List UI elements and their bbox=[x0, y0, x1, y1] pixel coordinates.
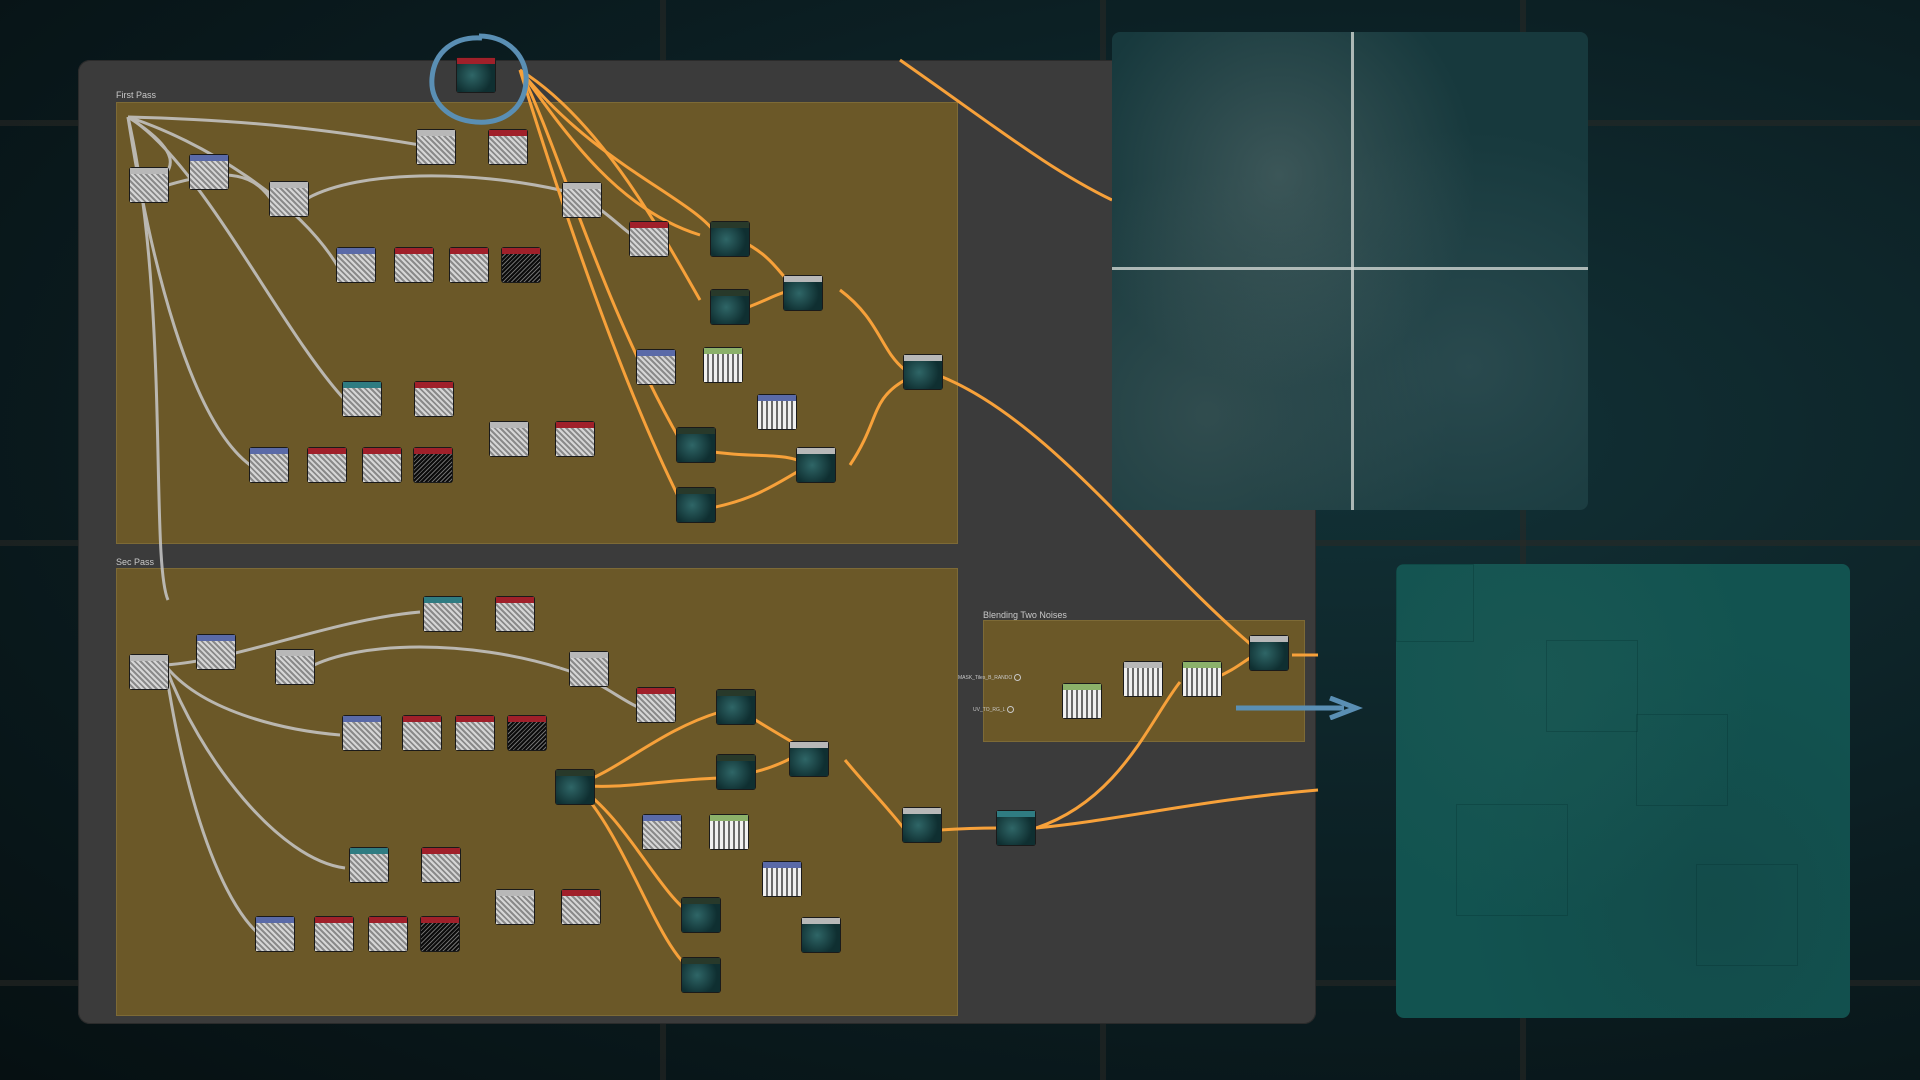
frame-title-sec-pass: Sec Pass bbox=[116, 557, 155, 567]
mask-input-pin[interactable]: MASK_Tiles_B_RANDO bbox=[958, 674, 1022, 681]
node-noise[interactable] bbox=[130, 168, 168, 202]
node-blend[interactable] bbox=[717, 755, 755, 789]
node-blend-mask[interactable] bbox=[1183, 662, 1221, 696]
node-noise[interactable] bbox=[403, 716, 441, 750]
uv-input-pin[interactable]: UV_TO_RG_L bbox=[973, 706, 1015, 713]
node-noise[interactable] bbox=[343, 716, 381, 750]
node-noise[interactable] bbox=[308, 448, 346, 482]
node-noise[interactable] bbox=[508, 716, 546, 750]
node-mask[interactable] bbox=[1063, 684, 1101, 718]
preview-blended-texture bbox=[1396, 564, 1850, 1018]
node-output-sec[interactable] bbox=[903, 808, 941, 842]
node-noise[interactable] bbox=[763, 862, 801, 896]
node-noise[interactable] bbox=[417, 130, 455, 164]
node-noise[interactable] bbox=[570, 652, 608, 686]
annotation-circle-icon bbox=[429, 33, 529, 125]
node-noise[interactable] bbox=[704, 348, 742, 382]
node-noise[interactable] bbox=[363, 448, 401, 482]
node-noise[interactable] bbox=[496, 597, 534, 631]
node-noise[interactable] bbox=[490, 422, 528, 456]
node-noise[interactable] bbox=[315, 917, 353, 951]
node-noise[interactable] bbox=[643, 815, 681, 849]
node-blend[interactable] bbox=[711, 290, 749, 324]
node-blend[interactable] bbox=[556, 770, 594, 804]
node-noise[interactable] bbox=[450, 248, 488, 282]
node-noise[interactable] bbox=[758, 395, 796, 429]
node-sec-output[interactable] bbox=[997, 811, 1035, 845]
node-blend[interactable] bbox=[677, 488, 715, 522]
node-noise[interactable] bbox=[350, 848, 388, 882]
node-noise[interactable] bbox=[710, 815, 748, 849]
node-blend[interactable] bbox=[682, 958, 720, 992]
node-noise[interactable] bbox=[343, 382, 381, 416]
node-noise[interactable] bbox=[637, 688, 675, 722]
tile-patch bbox=[1636, 714, 1728, 806]
node-noise[interactable] bbox=[630, 222, 668, 256]
node-blend[interactable] bbox=[682, 898, 720, 932]
node-noise[interactable] bbox=[256, 917, 294, 951]
tile-patch bbox=[1696, 864, 1798, 966]
tile-patch bbox=[1456, 804, 1568, 916]
node-noise[interactable] bbox=[415, 382, 453, 416]
annotation-arrow-icon bbox=[1236, 696, 1363, 720]
node-noise[interactable] bbox=[421, 917, 459, 951]
node-noise[interactable] bbox=[197, 635, 235, 669]
frame-title-first-pass: First Pass bbox=[116, 90, 157, 100]
node-noise[interactable] bbox=[337, 248, 375, 282]
node-blend[interactable] bbox=[677, 428, 715, 462]
node-noise[interactable] bbox=[496, 890, 534, 924]
node-noise[interactable] bbox=[130, 655, 168, 689]
node-noise[interactable] bbox=[563, 183, 601, 217]
node-source-highlighted[interactable] bbox=[457, 58, 495, 92]
node-noise[interactable] bbox=[562, 890, 600, 924]
node-noise[interactable] bbox=[424, 597, 462, 631]
node-noise[interactable] bbox=[456, 716, 494, 750]
tile-seam-horizontal bbox=[1112, 267, 1588, 270]
frame-title-blend: Blending Two Noises bbox=[983, 610, 1067, 620]
node-noise[interactable] bbox=[556, 422, 594, 456]
node-noise[interactable] bbox=[489, 130, 527, 164]
tile-seam-vertical bbox=[1351, 32, 1354, 510]
node-noise[interactable] bbox=[637, 350, 675, 384]
node-blend-mask[interactable] bbox=[1124, 662, 1162, 696]
node-noise[interactable] bbox=[369, 917, 407, 951]
node-noise[interactable] bbox=[422, 848, 460, 882]
node-noise[interactable] bbox=[414, 448, 452, 482]
node-final-blend[interactable] bbox=[1250, 636, 1288, 670]
preview-first-pass-texture bbox=[1112, 32, 1588, 510]
node-output-first[interactable] bbox=[904, 355, 942, 389]
tile-patch bbox=[1396, 564, 1474, 642]
node-blend[interactable] bbox=[802, 918, 840, 952]
node-noise[interactable] bbox=[502, 248, 540, 282]
node-blend[interactable] bbox=[784, 276, 822, 310]
node-noise[interactable] bbox=[190, 155, 228, 189]
node-noise[interactable] bbox=[250, 448, 288, 482]
node-noise[interactable] bbox=[270, 182, 308, 216]
node-blend[interactable] bbox=[717, 690, 755, 724]
node-blend[interactable] bbox=[797, 448, 835, 482]
node-noise[interactable] bbox=[276, 650, 314, 684]
tile-patch bbox=[1546, 640, 1638, 732]
mask-input-label: MASK_Tiles_B_RANDO bbox=[958, 674, 1013, 681]
node-blend[interactable] bbox=[790, 742, 828, 776]
uv-input-label: UV_TO_RG_L bbox=[973, 706, 1006, 713]
node-blend[interactable] bbox=[711, 222, 749, 256]
node-noise[interactable] bbox=[395, 248, 433, 282]
